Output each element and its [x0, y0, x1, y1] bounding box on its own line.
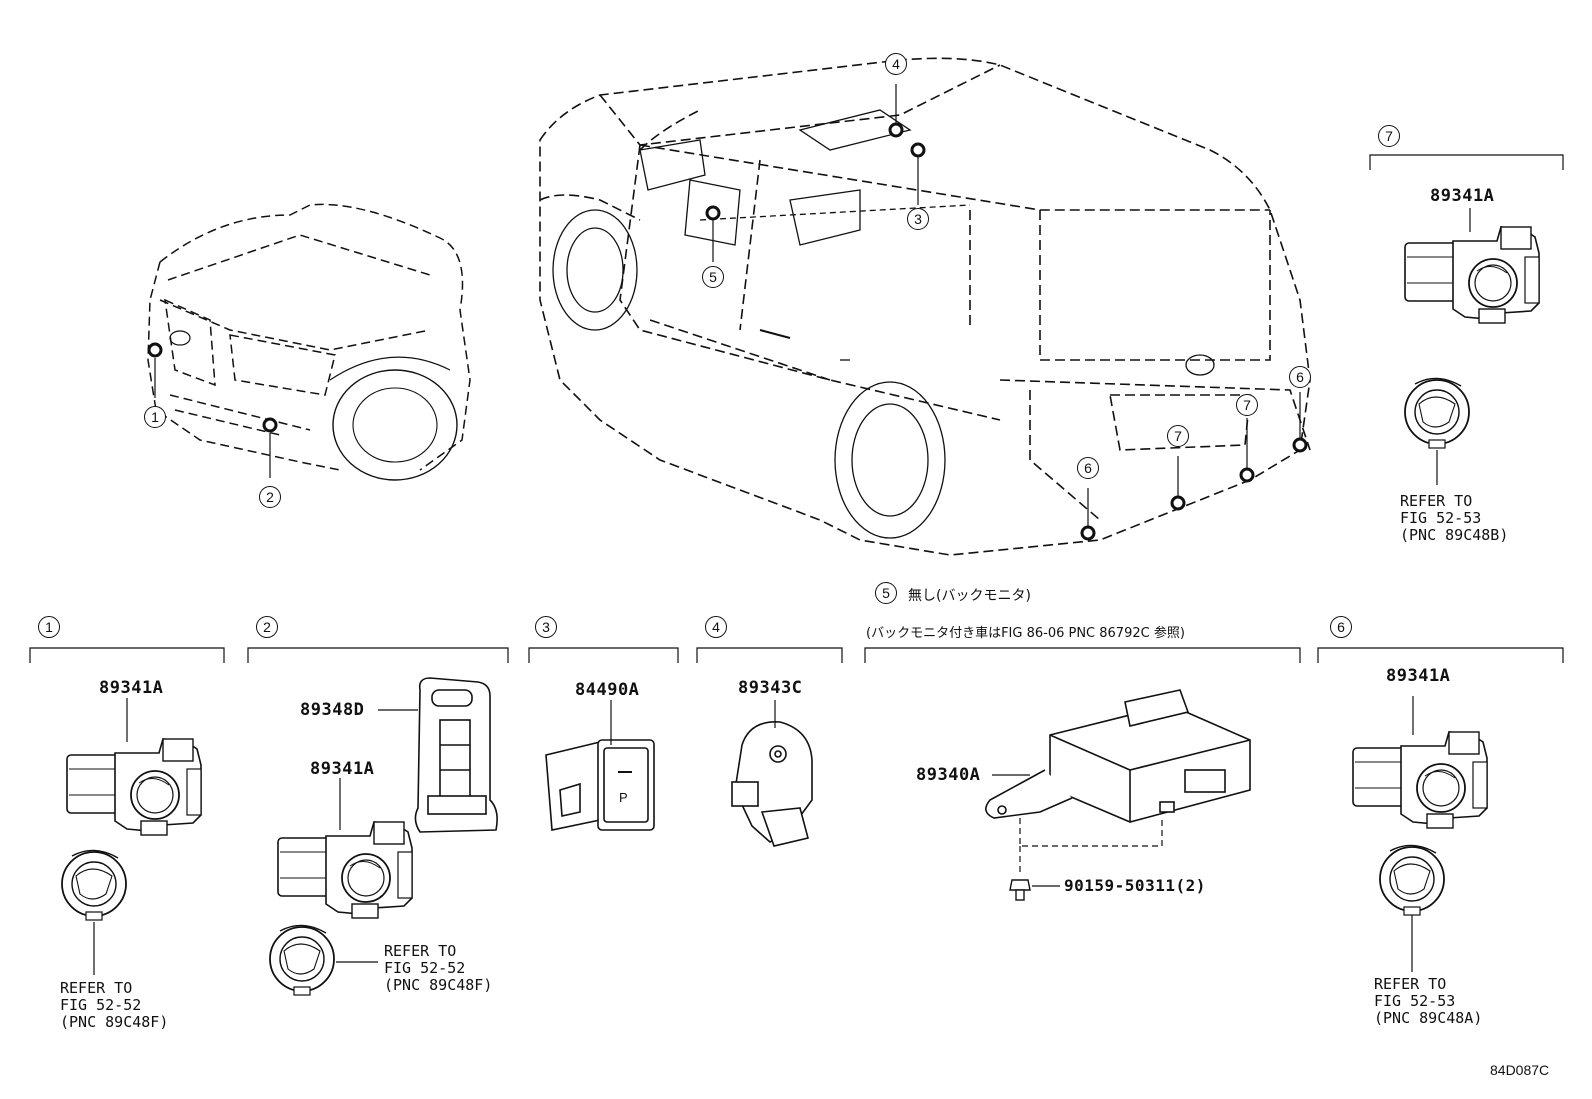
- callout-2-front[interactable]: 2: [259, 486, 281, 508]
- group-6-number: 6: [1330, 616, 1352, 638]
- group-1-number: 1: [38, 616, 60, 638]
- refer-line: REFER TO: [384, 942, 457, 960]
- sensor-location-marker: [1080, 525, 1096, 541]
- sensor-location-marker: [262, 417, 278, 433]
- group3-switch-drawing: [545, 739, 655, 831]
- group1-retainer-drawing: [61, 849, 127, 921]
- refer-line: FIG 52-52: [60, 996, 142, 1014]
- refer-line: (PNC 89C48F): [60, 1013, 169, 1031]
- callout-7-left-rear[interactable]: 7: [1167, 425, 1189, 447]
- part-label-89341A-g7[interactable]: 89341A: [1430, 186, 1495, 206]
- refer-note-g1: REFER TO FIG 52-52 (PNC 89C48F): [60, 980, 168, 1031]
- group2-sensor-drawing: [277, 821, 413, 919]
- group7-sensor-drawing: [1404, 226, 1540, 324]
- group-5-number: 5: [875, 582, 897, 604]
- refer-note-g6: REFER TO FIG 52-53 (PNC 89C48A): [1374, 976, 1482, 1027]
- group2-bracket-drawing: [414, 677, 498, 833]
- group-7-number: 7: [1378, 125, 1400, 147]
- callout-7-right-rear[interactable]: 7: [1236, 394, 1258, 416]
- refer-line: (PNC 89C48A): [1374, 1009, 1483, 1027]
- group-4-number: 4: [705, 616, 727, 638]
- group2-retainer-drawing: [269, 924, 335, 996]
- refer-line: (PNC 89C48F): [384, 976, 493, 994]
- part-label-90159-50311[interactable]: 90159-50311(2): [1064, 876, 1206, 895]
- callout-6-right-rear[interactable]: 6: [1289, 366, 1311, 388]
- group5-ecu-drawing: [985, 689, 1251, 823]
- group6-sensor-drawing: [1352, 731, 1488, 829]
- group4-sensor-drawing: [731, 721, 813, 847]
- group1-sensor-drawing: [66, 738, 202, 836]
- part-label-89341A-g6[interactable]: 89341A: [1386, 666, 1451, 686]
- group7-retainer-drawing: [1404, 377, 1470, 449]
- refer-note-g7: REFER TO FIG 52-53 (PNC 89C48B): [1400, 493, 1508, 544]
- sensor-location-marker: [705, 205, 721, 221]
- refer-line: FIG 52-53: [1374, 992, 1456, 1010]
- sensor-location-marker: [888, 122, 904, 138]
- refer-line: REFER TO: [1374, 975, 1447, 993]
- sensor-location-marker: [1239, 467, 1255, 483]
- refer-note-g2: REFER TO FIG 52-52 (PNC 89C48F): [384, 943, 492, 994]
- part-label-84490A[interactable]: 84490A: [575, 680, 640, 700]
- callout-3-vehicle[interactable]: 3: [907, 208, 929, 230]
- part-label-89343C[interactable]: 89343C: [738, 678, 803, 698]
- callout-4-vehicle[interactable]: 4: [885, 53, 907, 75]
- group5-note-detail: (バックモニタ付き車はFIG 86-06 PNC 86792C 参照): [866, 626, 1185, 641]
- switch-p-label: P: [619, 790, 628, 805]
- sensor-location-marker: [1170, 495, 1186, 511]
- refer-line: (PNC 89C48B): [1400, 526, 1509, 544]
- main-vehicle-drawing: [539, 57, 1311, 556]
- group-2-number: 2: [256, 616, 278, 638]
- front-vehicle-drawing: [147, 203, 471, 481]
- part-label-89340A[interactable]: 89340A: [916, 765, 981, 785]
- sensor-location-marker: [147, 342, 163, 358]
- part-label-89348D[interactable]: 89348D: [300, 700, 365, 720]
- part-label-89341A-g2[interactable]: 89341A: [310, 759, 375, 779]
- refer-line: REFER TO: [60, 979, 133, 997]
- callout-1-front[interactable]: 1: [144, 406, 166, 428]
- refer-line: FIG 52-53: [1400, 509, 1482, 527]
- group-3-number: 3: [535, 616, 557, 638]
- callout-6-left-rear[interactable]: 6: [1077, 457, 1099, 479]
- sensor-location-marker: [910, 142, 926, 158]
- figure-code: 84D087C: [1490, 1062, 1550, 1078]
- refer-line: REFER TO: [1400, 492, 1473, 510]
- callout-5-vehicle[interactable]: 5: [702, 266, 724, 288]
- group5-note-title: 無し(バックモニタ): [908, 588, 1031, 604]
- group6-retainer-drawing: [1379, 844, 1445, 916]
- sensor-location-marker: [1292, 437, 1308, 453]
- bolt-drawing: [1009, 879, 1031, 901]
- part-label-89341A-g1[interactable]: 89341A: [99, 678, 164, 698]
- refer-line: FIG 52-52: [384, 959, 466, 977]
